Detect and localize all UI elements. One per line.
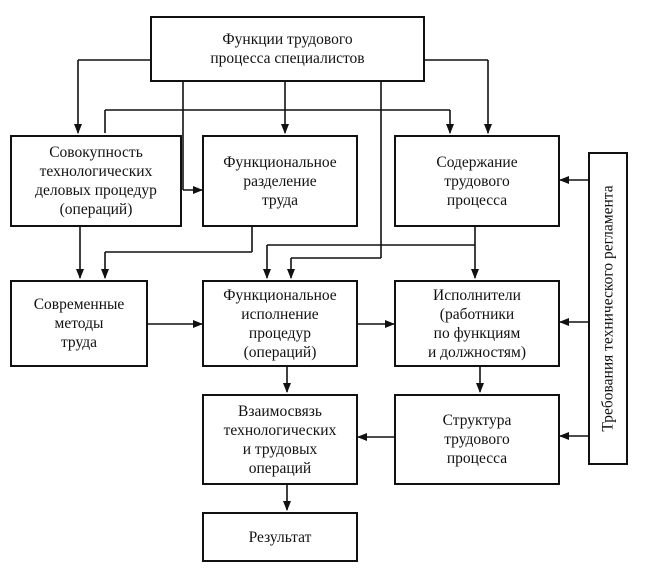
tech-regulation-label: Требования технического регламента bbox=[599, 185, 617, 432]
executors-label: Исполнители (работники по функциям и дол… bbox=[427, 286, 527, 361]
labor-content-box: Содержание трудового процесса bbox=[394, 135, 560, 227]
modern-methods-box: Современные методы труда bbox=[10, 280, 148, 367]
labor-structure-box: Структура трудового процесса bbox=[394, 394, 560, 485]
interconnection-label: Взаимосвязь технологических и трудовых о… bbox=[223, 402, 337, 477]
result-label: Результат bbox=[248, 528, 312, 546]
modern-methods-label: Современные методы труда bbox=[33, 296, 125, 351]
functional-division-label: Функциональное разделение труда bbox=[223, 153, 337, 209]
procedures-set-box: Совокупность технологических деловых про… bbox=[10, 135, 182, 227]
functional-execution-label: Функциональное исполнение процедур (опер… bbox=[223, 286, 337, 361]
top-functions-label: Функции трудового процесса специалистов bbox=[210, 31, 365, 67]
interconnection-box: Взаимосвязь технологических и трудовых о… bbox=[202, 394, 358, 485]
result-box: Результат bbox=[202, 512, 358, 562]
procedures-set-label: Совокупность технологических деловых про… bbox=[35, 144, 157, 218]
labor-structure-label: Структура трудового процесса bbox=[442, 412, 512, 467]
executors-box: Исполнители (работники по функциям и дол… bbox=[394, 280, 560, 367]
functional-division-box: Функциональное разделение труда bbox=[202, 135, 358, 227]
top-functions-box: Функции трудового процесса специалистов bbox=[150, 16, 425, 82]
tech-regulation-box: Требования технического регламента bbox=[588, 152, 628, 465]
labor-content-label: Содержание трудового процесса bbox=[436, 153, 518, 209]
functional-execution-box: Функциональное исполнение процедур (опер… bbox=[202, 280, 358, 367]
